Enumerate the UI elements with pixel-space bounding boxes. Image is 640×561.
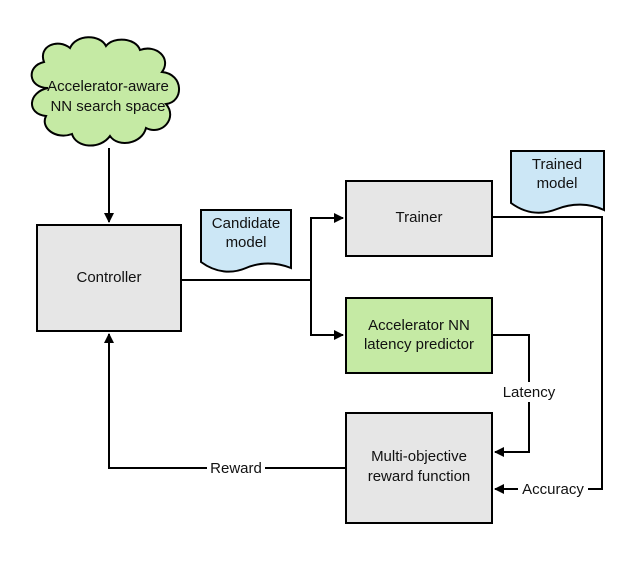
edge-reward-to-controller <box>104 333 346 469</box>
predictor-line2: latency predictor <box>364 336 474 353</box>
candidate-model-doc: Candidate model <box>200 209 292 273</box>
accuracy-label: Accuracy <box>522 481 584 498</box>
trainer-node: Trainer <box>345 180 493 257</box>
edge-branch-to-trainer <box>310 213 344 280</box>
reward-fn-line1: Multi-objective <box>371 448 467 465</box>
latency-label: Latency <box>503 384 556 401</box>
controller-node: Controller <box>36 224 182 332</box>
reward-function-node: Multi-objective reward function <box>345 412 493 524</box>
accuracy-label-bg <box>518 479 588 499</box>
candidate-line1: Candidate <box>212 215 280 232</box>
controller-box <box>36 224 182 332</box>
edge-trainer-to-reward <box>492 216 603 494</box>
trainer-box <box>345 180 493 257</box>
predictor-line1: Accelerator NN <box>368 317 470 334</box>
trained-doc-shape <box>510 150 605 214</box>
trainer-label: Trainer <box>396 209 443 226</box>
cloud-shape <box>30 36 180 147</box>
reward-label-bg <box>207 458 265 478</box>
search-space-cloud: Accelerator-aware NN search space <box>30 36 180 147</box>
trained-model-doc: Trained model <box>510 150 605 214</box>
trained-line1: Trained <box>532 156 582 173</box>
latency-label-bg <box>500 382 560 402</box>
search-space-line1: Accelerator-aware <box>47 78 169 95</box>
controller-label: Controller <box>76 269 141 286</box>
edge-branch-to-predictor <box>310 280 344 340</box>
trained-line2: model <box>537 175 578 192</box>
search-space-line2: NN search space <box>50 98 165 115</box>
candidate-doc-shape <box>200 209 292 273</box>
reward-function-box <box>345 412 493 524</box>
latency-predictor-node: Accelerator NN latency predictor <box>345 297 493 374</box>
reward-label: Reward <box>210 460 262 477</box>
reward-fn-line2: reward function <box>368 468 471 485</box>
candidate-line2: model <box>226 234 267 251</box>
